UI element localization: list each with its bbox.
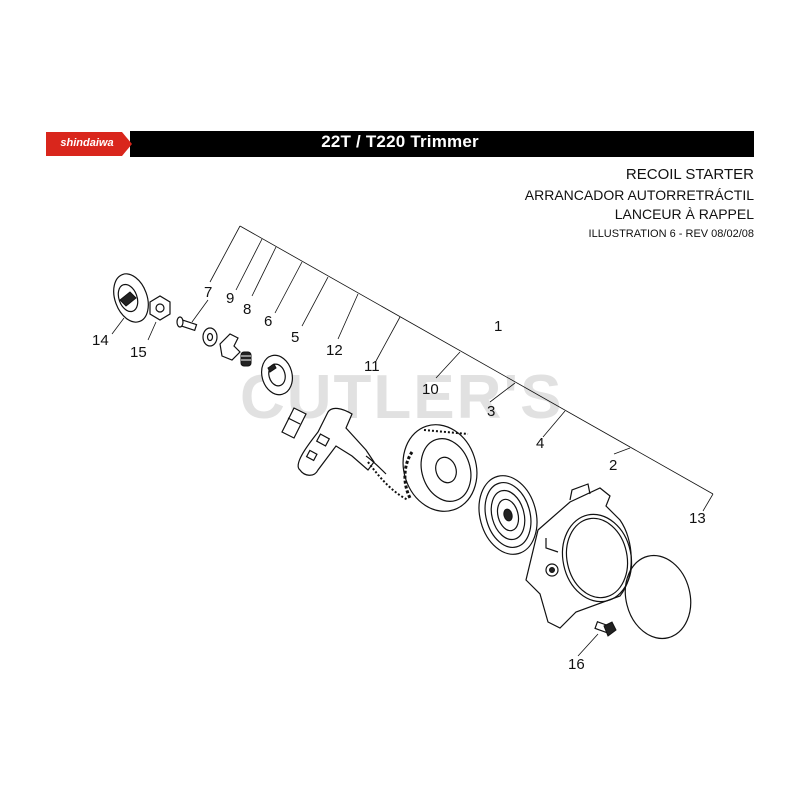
part-11-starter-handle bbox=[297, 407, 409, 501]
part-9-washer bbox=[202, 327, 218, 347]
part-3-reel bbox=[402, 424, 478, 512]
part-15-nut bbox=[147, 295, 171, 341]
part-13-cover bbox=[624, 554, 692, 640]
callout-15: 15 bbox=[130, 344, 147, 361]
header-bar bbox=[130, 131, 754, 157]
part-2-housing bbox=[525, 483, 633, 629]
callout-4: 4 bbox=[536, 435, 544, 452]
callout-6: 6 bbox=[264, 313, 272, 330]
callout-1: 1 bbox=[494, 318, 502, 335]
illustration-revision: ILLUSTRATION 6 - REV 08/02/08 bbox=[588, 228, 754, 240]
part-12-grip-insert bbox=[281, 407, 307, 439]
callout-10: 10 bbox=[422, 381, 439, 398]
callout-13: 13 bbox=[689, 510, 706, 527]
part-5-ratchet bbox=[261, 354, 293, 396]
callout-9: 9 bbox=[226, 290, 234, 307]
callout-5: 5 bbox=[291, 329, 299, 346]
section-title-french: LANCEUR À RAPPEL bbox=[614, 206, 754, 222]
callout-7: 7 bbox=[204, 284, 212, 301]
part-4-spring bbox=[478, 475, 538, 555]
callout-11: 11 bbox=[364, 358, 380, 375]
model-title: 22T / T220 Trimmer bbox=[321, 132, 479, 151]
section-title-spanish: ARRANCADOR AUTORRETRÁCTIL bbox=[524, 187, 754, 203]
part-14-pulley bbox=[111, 273, 149, 335]
shindaiwa-logo bbox=[46, 132, 132, 156]
brand-logo-text: shindaiwa bbox=[60, 137, 114, 149]
callout-12: 12 bbox=[326, 342, 343, 359]
part-7-screw bbox=[176, 299, 209, 332]
part-16-bolt bbox=[577, 621, 617, 657]
section-title-english: RECOIL STARTER bbox=[625, 166, 754, 183]
callout-2: 2 bbox=[609, 457, 617, 474]
page-header: shindaiwa 22T / T220 Trimmer bbox=[46, 128, 754, 160]
callout-14: 14 bbox=[92, 332, 109, 349]
callout-8: 8 bbox=[243, 301, 251, 318]
part-8-pawl bbox=[219, 333, 241, 361]
callout-3: 3 bbox=[487, 403, 495, 420]
callout-16: 16 bbox=[568, 656, 585, 673]
part-6-spring bbox=[240, 351, 252, 367]
assembly-bracket bbox=[209, 225, 714, 512]
